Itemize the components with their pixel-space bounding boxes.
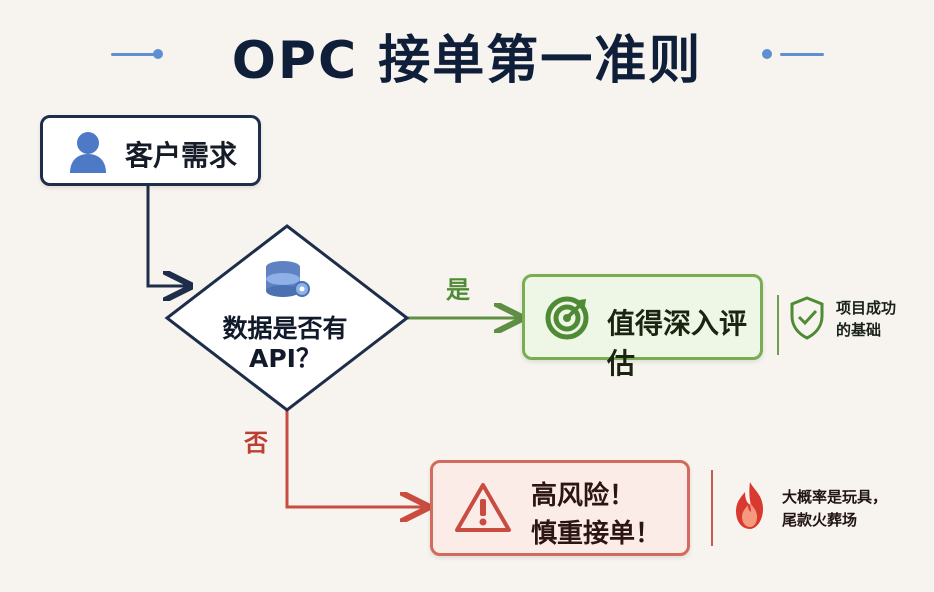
no-branch-label: 否 (244, 429, 268, 457)
user-icon (70, 132, 106, 173)
high-risk-line-1: 高风险！ (531, 481, 636, 511)
bad-note-line-2: 尾款火葬场 (782, 511, 858, 530)
warning-icon (455, 483, 511, 532)
high-risk-line-2: 慎重接单！ (531, 519, 662, 549)
good-note-line-1: 项目成功 (836, 299, 897, 317)
customer-request-label: 客户需求 (125, 139, 238, 172)
good-note-line-2: 的基础 (836, 320, 882, 339)
fire-icon (736, 482, 763, 529)
title-area: OPC 接单第一准则 (0, 10, 934, 91)
bad-note-divider (711, 470, 713, 546)
connector-customer-to-decision (146, 186, 187, 286)
target-icon (545, 296, 589, 340)
title-decoration-left-dot (153, 49, 163, 59)
title-decoration-right-dot (762, 49, 772, 59)
worth-evaluation-label: 值得深入评估 (607, 307, 748, 380)
shield-check-icon (790, 296, 824, 340)
bad-note-line-1: 大概率是玩具， (782, 488, 888, 506)
decision-text-line-1: 数据是否有 (222, 314, 348, 343)
page-title: OPC 接单第一准则 (231, 31, 703, 91)
good-note: 项目成功 的基础 (836, 298, 896, 342)
connector-no (285, 408, 424, 507)
decision-text: 数据是否有 API？ (190, 314, 380, 374)
decision-text-line-2: API？ (249, 344, 321, 373)
bad-note: 大概率是玩具， 尾款火葬场 (782, 486, 887, 533)
title-decoration-left-line (111, 53, 155, 56)
good-note-divider (777, 295, 779, 355)
yes-branch-label: 是 (446, 276, 470, 304)
title-decoration-right-line (780, 53, 824, 56)
database-gear-icon (266, 261, 310, 297)
high-risk-box: 高风险！ 慎重接单！ (430, 460, 690, 556)
decision-diamond (164, 224, 410, 412)
worth-evaluation-box: 值得深入评估 (522, 274, 763, 380)
customer-request-box: 客户需求 (40, 115, 261, 186)
